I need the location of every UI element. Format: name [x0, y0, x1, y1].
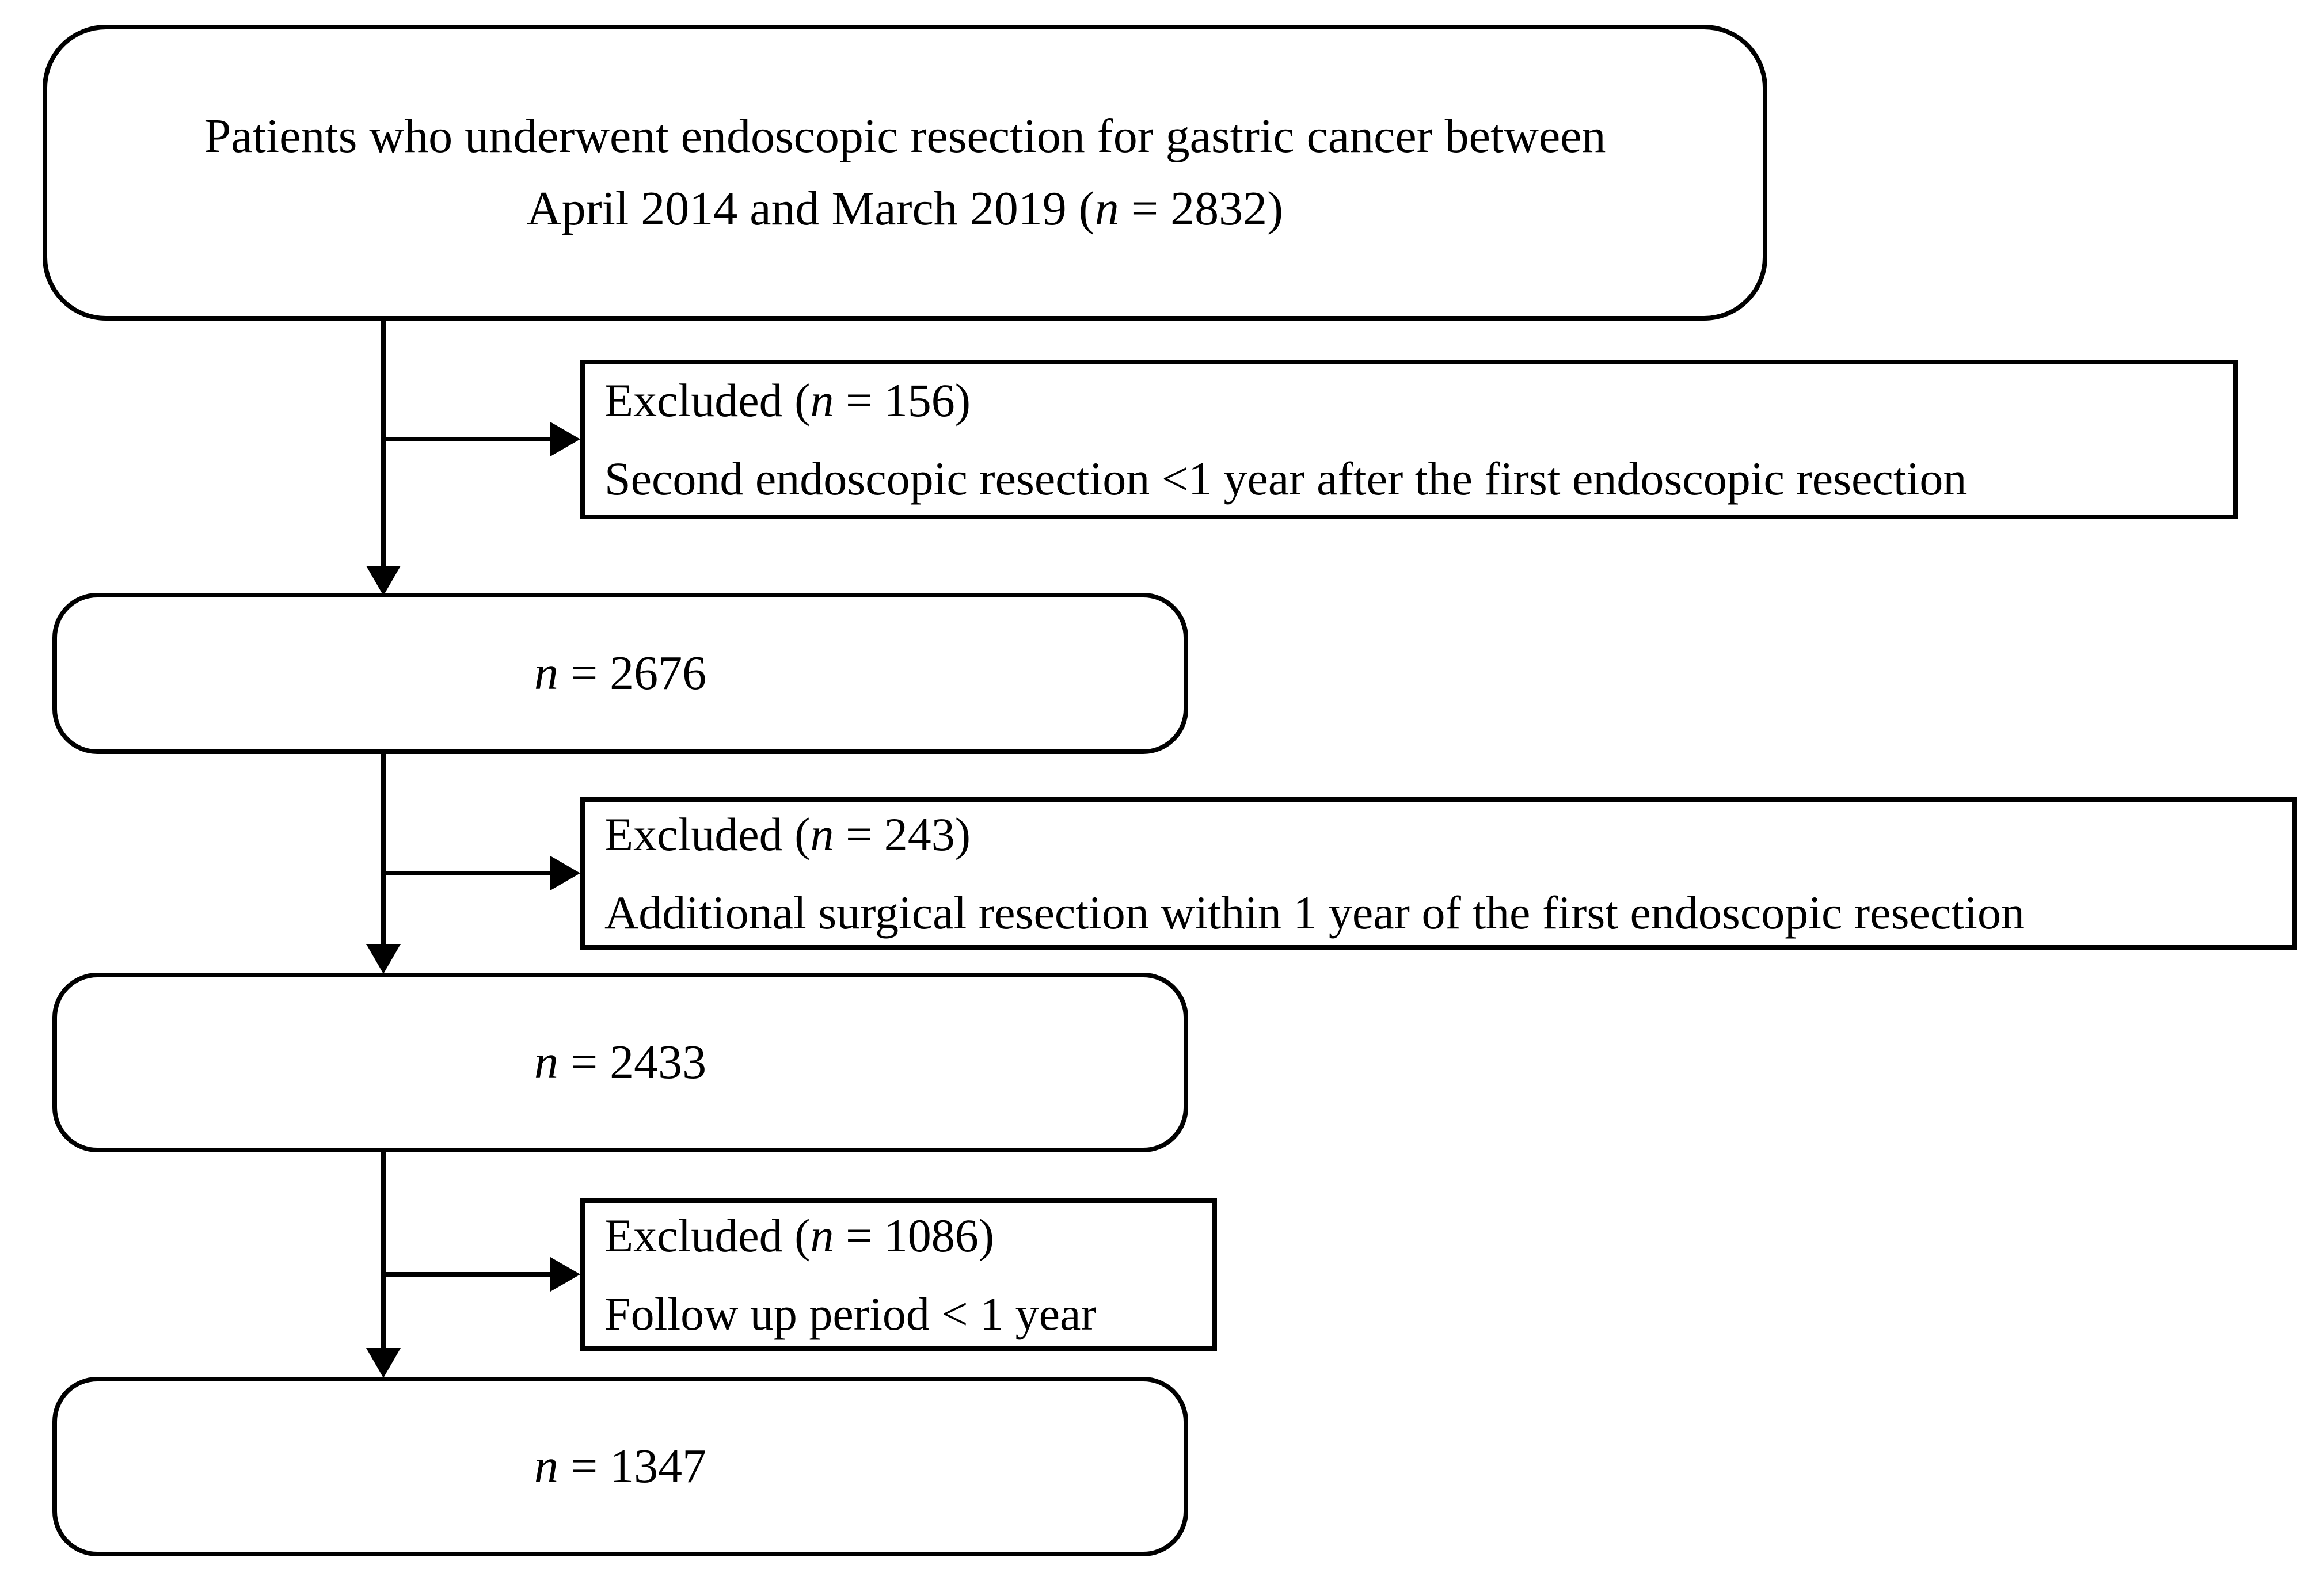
n-symbol: n — [810, 808, 834, 860]
cohort-label-1: n = 2676 — [534, 645, 706, 702]
cohort-value-3: = 1347 — [558, 1440, 707, 1493]
down-arrowhead-3 — [366, 1348, 401, 1378]
enrollment-line-2-suffix: = 2832) — [1119, 182, 1284, 235]
excluded-title-1-count: = 156) — [834, 374, 971, 427]
n-symbol: n — [534, 1035, 558, 1089]
excluded-title-1: Excluded (n = 156) — [604, 361, 971, 440]
connector-line-2 — [381, 754, 386, 946]
excluded-box-3: Excluded (n = 1086) Follow up period < 1… — [580, 1198, 1217, 1351]
excluded-reason-3: Follow up period < 1 year — [604, 1287, 1097, 1340]
n-symbol: n — [534, 1440, 558, 1493]
excluded-reason-1: Second endoscopic resection <1 year afte… — [604, 452, 1967, 505]
cohort-value-1: = 2676 — [558, 646, 707, 700]
n-symbol: n — [1094, 182, 1119, 235]
cohort-label-2: n = 2433 — [534, 1034, 706, 1091]
cohort-label-3: n = 1347 — [534, 1438, 706, 1495]
cohort-box-2: n = 2433 — [52, 973, 1188, 1152]
connector-line-3 — [381, 1152, 386, 1350]
right-arrowhead-3 — [550, 1257, 580, 1292]
branch-line-2 — [381, 871, 554, 875]
n-symbol: n — [534, 646, 558, 700]
n-symbol: n — [810, 374, 834, 427]
enrollment-line-2: April 2014 and March 2019 (n = 2832) — [527, 173, 1283, 245]
enrollment-line-1: Patients who underwent endoscopic resect… — [204, 109, 1606, 163]
cohort-box-1: n = 2676 — [52, 593, 1188, 754]
excluded-title-3: Excluded (n = 1086) — [604, 1197, 994, 1275]
enrollment-box: Patients who underwent endoscopic resect… — [43, 25, 1767, 321]
right-arrowhead-1 — [550, 422, 580, 456]
excluded-title-3-prefix: Excluded ( — [604, 1209, 811, 1262]
right-arrowhead-2 — [550, 856, 580, 890]
enrollment-line-2-prefix: April 2014 and March 2019 ( — [526, 182, 1095, 235]
connector-line-1 — [381, 321, 386, 570]
down-arrowhead-1 — [366, 566, 401, 596]
excluded-title-2-count: = 243) — [834, 808, 971, 860]
excluded-box-1: Excluded (n = 156) Second endoscopic res… — [580, 360, 2238, 519]
cohort-value-2: = 2433 — [558, 1035, 707, 1089]
excluded-reason-2: Additional surgical resection within 1 y… — [604, 886, 2025, 939]
excluded-title-2-prefix: Excluded ( — [604, 808, 811, 860]
down-arrowhead-2 — [366, 944, 401, 974]
excluded-title-3-count: = 1086) — [834, 1209, 995, 1262]
branch-line-3 — [381, 1272, 554, 1277]
excluded-title-2: Excluded (n = 243) — [604, 795, 971, 874]
excluded-title-1-prefix: Excluded ( — [604, 374, 811, 427]
excluded-box-2: Excluded (n = 243) Additional surgical r… — [580, 797, 2297, 950]
cohort-box-3: n = 1347 — [52, 1377, 1188, 1556]
branch-line-1 — [381, 437, 554, 441]
n-symbol: n — [810, 1209, 834, 1262]
